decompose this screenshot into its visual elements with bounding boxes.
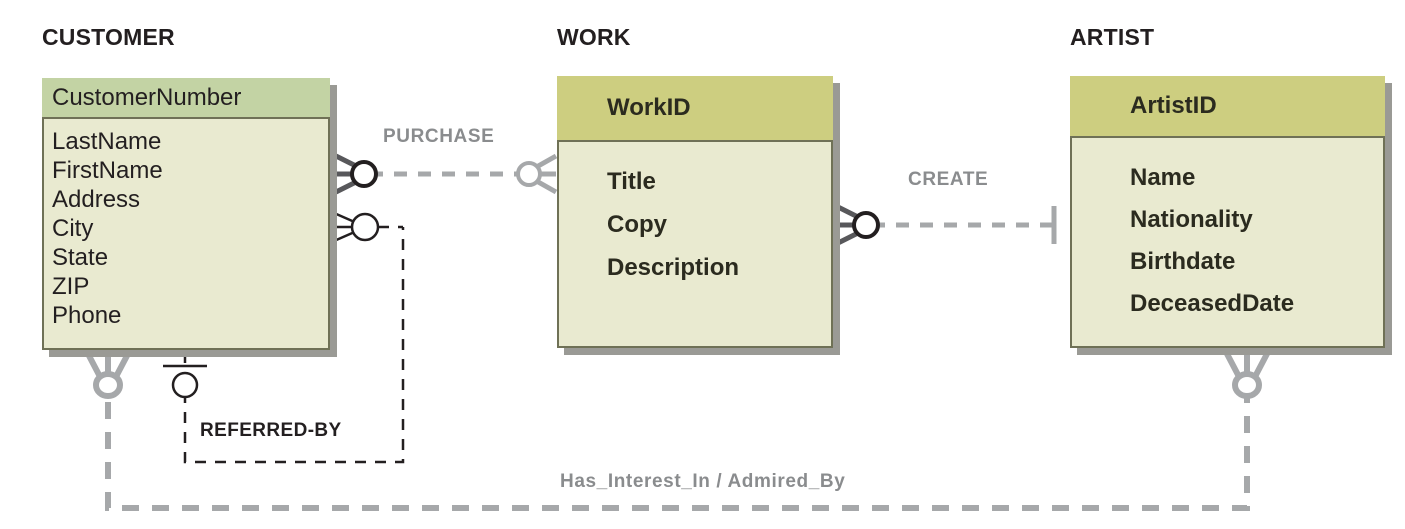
relationship-referred-by [163,211,405,464]
entity-title-artist: ARTIST [1070,24,1155,50]
has-interest-in-line [105,372,1250,511]
create-work-endpoint [836,204,880,246]
relationship-label-create: CREATE [908,169,989,190]
entity-customer[interactable]: CustomerNumber LastName FirstName Addres… [42,78,337,357]
attribute-name: Name [1130,164,1196,191]
attribute-address: Address [52,186,141,213]
relationship-create [836,204,1057,246]
entity-work-attribute-list: Title Copy Description [557,170,833,299]
has-interest-in-artist-endpoint [1222,348,1272,399]
attribute-firstname: FirstName [52,157,163,184]
attribute-description: Description [607,254,740,281]
referred-by-right-endpoint [333,211,403,243]
entity-customer-key-attribute: CustomerNumber [52,83,242,111]
attribute-state: State [52,244,109,271]
relationship-label-has-interest-in: Has_Interest_In / Admired_By [560,471,846,492]
attribute-copy: Copy [607,211,667,238]
entity-title-customer: CUSTOMER [42,24,175,50]
entity-work-key-attribute: WorkID [607,94,691,121]
relationship-label-purchase: PURCHASE [383,126,495,147]
attribute-birthdate: Birthdate [1130,248,1236,275]
entity-customer-key-row: CustomerNumber [42,78,330,119]
attribute-title: Title [607,168,656,195]
entity-customer-attribute-list: LastName FirstName Address City State ZI… [42,130,330,333]
entity-artist-key-attribute: ArtistID [1130,92,1217,119]
entity-work-key-row: WorkID [557,76,833,142]
attribute-zip: ZIP [52,273,90,300]
attribute-phone: Phone [52,302,122,329]
attribute-lastname: LastName [52,128,162,155]
relationship-purchase [334,153,558,195]
relationship-label-referred-by: REFERRED-BY [200,420,342,441]
entity-artist-attribute-list: Name Nationality Birthdate DeceasedDate [1070,166,1385,334]
relationship-has-interest-in [83,348,1272,511]
referred-by-line [183,227,405,464]
referred-by-bottom-endpoint [163,364,207,399]
purchase-customer-endpoint [334,153,378,195]
entity-title-work: WORK [557,24,631,50]
entity-artist-key-row: ArtistID [1070,76,1385,138]
entity-work[interactable]: WorkID Title Copy Description [557,76,840,355]
attribute-nationality: Nationality [1130,206,1253,233]
entity-artist[interactable]: ArtistID Name Nationality Birthdate Dece… [1070,76,1392,355]
attribute-deceaseddate: DeceasedDate [1130,290,1295,317]
purchase-work-endpoint [516,153,558,195]
attribute-city: City [52,215,94,242]
has-interest-in-customer-endpoint [83,348,133,399]
